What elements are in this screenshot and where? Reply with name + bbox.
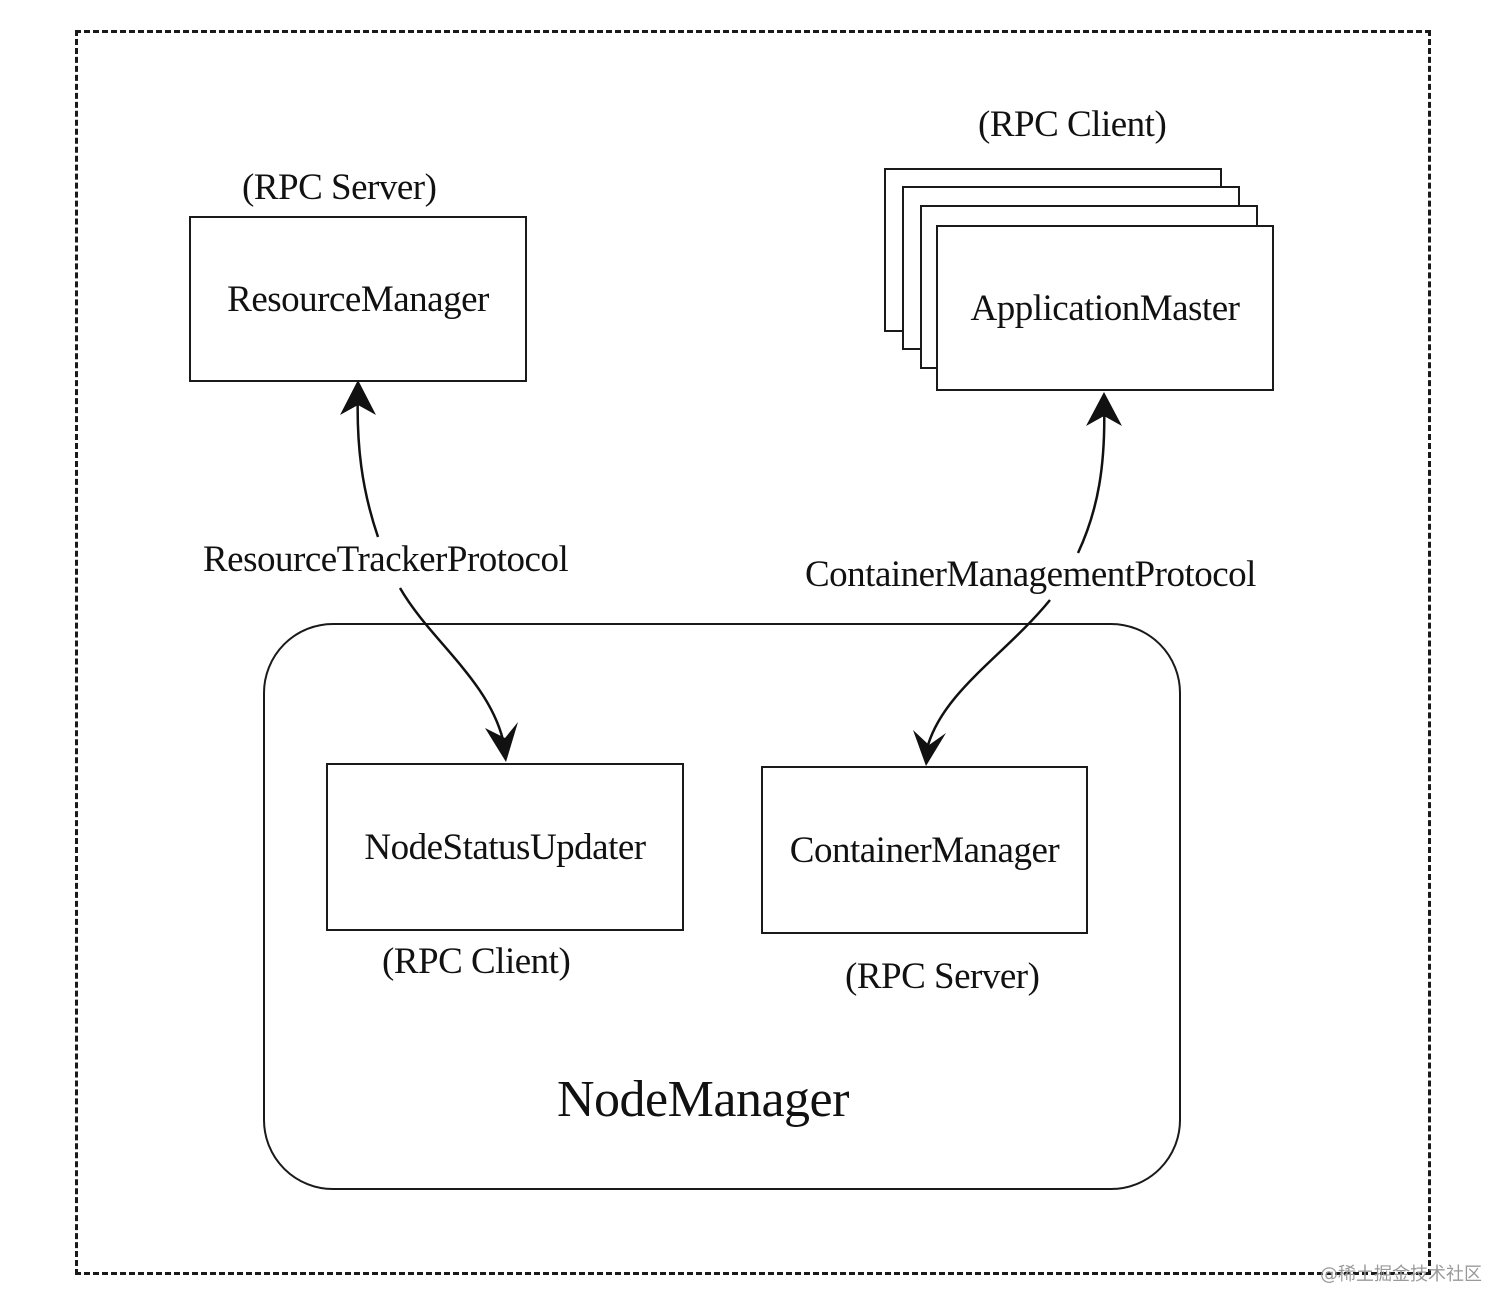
container-manager-label: ContainerManager <box>789 829 1060 871</box>
container-manager-box: ContainerManager <box>761 766 1088 934</box>
watermark: @稀土掘金技术社区 <box>1320 1264 1482 1285</box>
resource-tracker-protocol-label: ResourceTrackerProtocol <box>203 539 569 580</box>
application-master-label: ApplicationMaster <box>970 287 1240 329</box>
node-manager-title: NodeManager <box>557 1071 849 1128</box>
node-status-updater-label: NodeStatusUpdater <box>364 826 646 868</box>
node-status-updater-role: (RPC Client) <box>382 941 571 982</box>
application-master-role: (RPC Client) <box>978 104 1167 145</box>
container-manager-role: (RPC Server) <box>845 956 1040 997</box>
resource-manager-box: ResourceManager <box>189 216 527 382</box>
outer-boundary <box>75 30 1431 1275</box>
application-master-box: ApplicationMaster <box>936 225 1274 391</box>
node-status-updater-box: NodeStatusUpdater <box>326 763 684 931</box>
resource-manager-label: ResourceManager <box>227 278 489 320</box>
resource-manager-role: (RPC Server) <box>242 167 437 208</box>
container-management-protocol-label: ContainerManagementProtocol <box>805 554 1256 595</box>
